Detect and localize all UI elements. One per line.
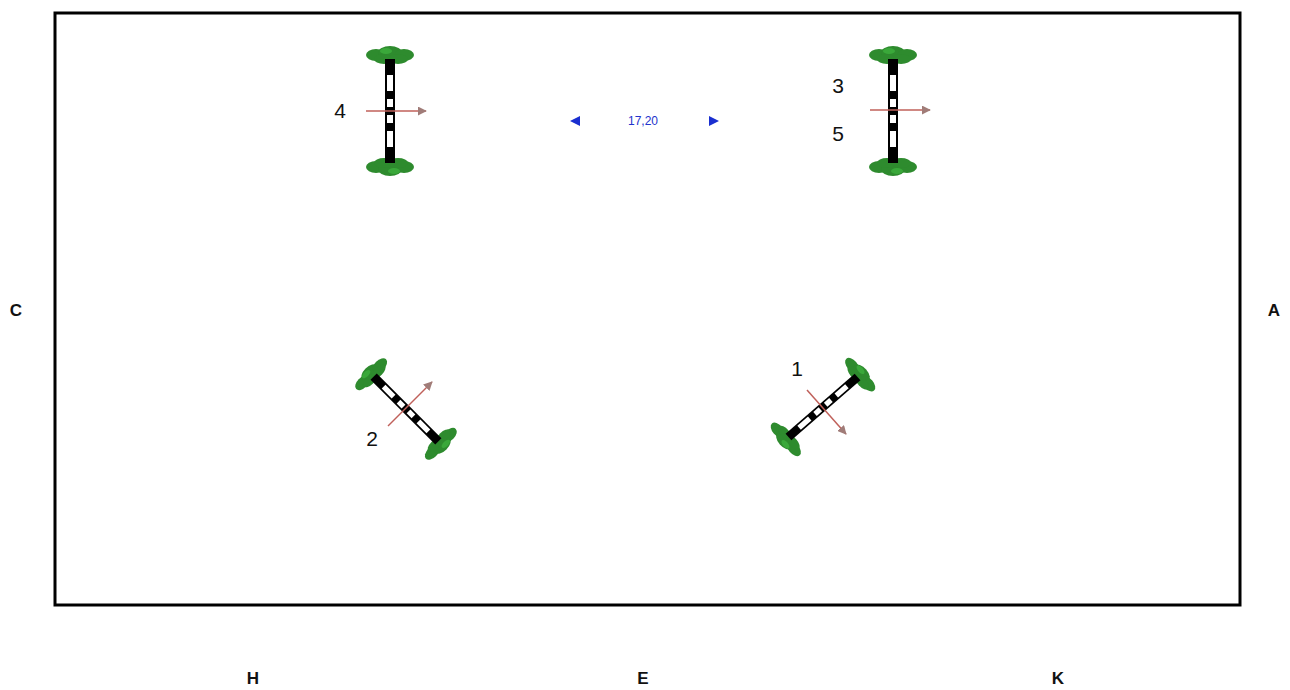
arena-outline (55, 13, 1240, 605)
jump-2 (351, 354, 462, 465)
callout-number: 5 (832, 123, 844, 144)
direction-arrow (388, 382, 432, 426)
direction-arrow (870, 109, 930, 111)
jump-3-5 (869, 46, 917, 176)
direction-arrow (366, 110, 426, 112)
distance-label: 17,20 (628, 115, 658, 127)
jump-1 (766, 354, 880, 461)
callout-number: 4 (334, 100, 346, 121)
arena-letter: K (1052, 670, 1064, 687)
arena-letter: C (10, 302, 22, 319)
arena-letter: E (637, 670, 648, 687)
arena-letter: H (247, 670, 259, 687)
dimension-arrow (570, 116, 580, 126)
callout-number: 3 (832, 75, 844, 96)
arena-letter: A (1268, 302, 1280, 319)
callout-number: 1 (791, 358, 803, 379)
direction-arrow (807, 390, 846, 434)
callout-number: 2 (366, 428, 378, 449)
dimension-arrow (709, 116, 719, 126)
